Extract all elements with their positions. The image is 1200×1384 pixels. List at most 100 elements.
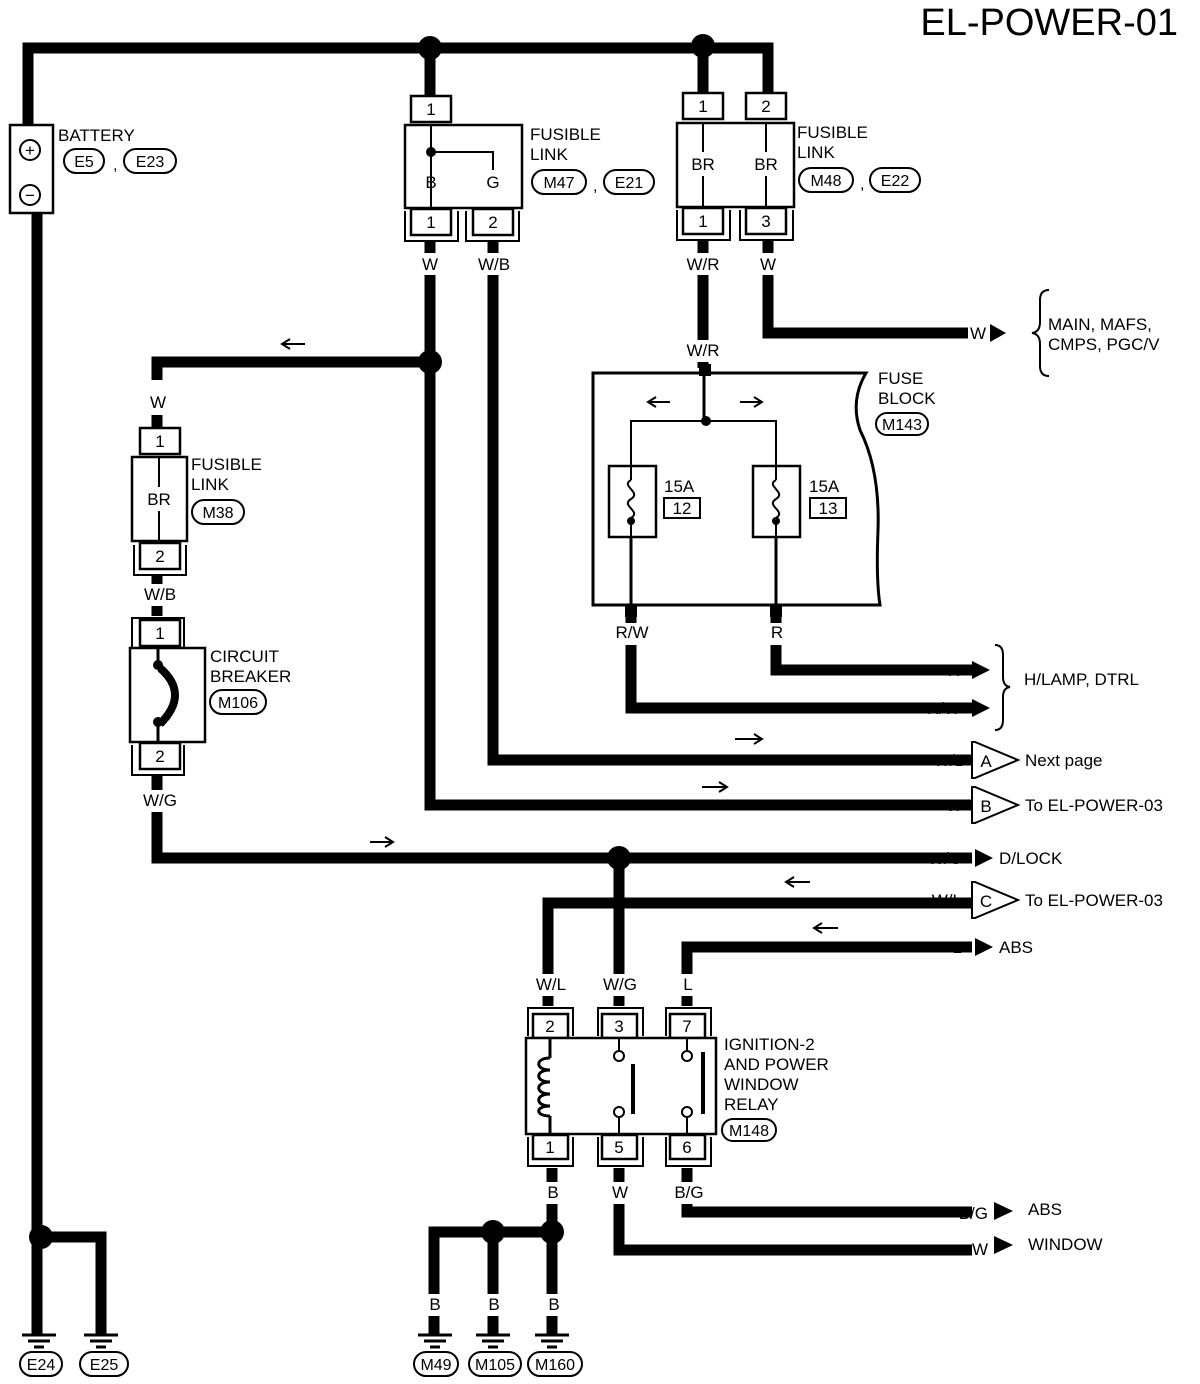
output-connections: W MAIN, MAFS, CMPS, PGC/V R R/W H/LAMP, … (927, 289, 1163, 1259)
circuit-breaker-label: BREAKER (210, 667, 291, 686)
fuse-element (771, 479, 781, 519)
pin-number: 5 (614, 1138, 623, 1157)
battery: + − BATTERY E5 , E23 (8, 123, 177, 215)
output-wire-label: W (970, 324, 986, 343)
fuse-amperage: 15A (664, 477, 695, 496)
pin-number: 1 (155, 624, 164, 643)
pin-number: 3 (761, 212, 770, 231)
output-arrow (972, 699, 990, 717)
diagram-title: EL-POWER-01 (920, 2, 1178, 44)
output-wire-label: L (953, 938, 962, 957)
wire-color-label: B (547, 1183, 558, 1202)
connector-m47: M47 (543, 175, 574, 192)
pin-number: 1 (545, 1138, 554, 1157)
connector-e22: E22 (881, 173, 910, 190)
pin-number: 1 (426, 100, 435, 119)
ground-connector-e25: E25 (90, 1357, 119, 1374)
junction-dot (540, 1220, 564, 1244)
output-wire-label: W/G (928, 849, 962, 868)
output-wire-label: W/L (932, 891, 962, 910)
connector-tag: C (980, 892, 992, 911)
current-direction-arrows (280, 338, 838, 934)
output-arrow (994, 1236, 1013, 1254)
fuse-block-label: FUSE (878, 369, 923, 388)
ground-connector-m160: M160 (535, 1357, 575, 1374)
connector-m106: M106 (218, 695, 258, 712)
fusible-link-m38: 1 BR 2 FUSIBLE LINK M38 (130, 426, 262, 576)
wire-color-label: W/B (478, 255, 510, 274)
wire-color-label: W/L (536, 975, 566, 994)
wire-color-label: B/G (674, 1183, 703, 1202)
ground-connector-m49: M49 (420, 1357, 451, 1374)
pin-number: 1 (698, 97, 707, 116)
wire-color-label: L (683, 975, 692, 994)
wire-color-label: R (771, 623, 783, 642)
output-destination: H/LAMP, DTRL (1024, 670, 1139, 689)
battery-label: BATTERY (58, 126, 135, 145)
pin-number: 3 (614, 1017, 623, 1036)
junction-dots (29, 34, 715, 1249)
wire-color-br: BR (691, 155, 715, 174)
output-destination: To EL-POWER-03 (1025, 891, 1163, 910)
fuse-block: 15A 12 15A 13 FUSE BLOCK M143 (591, 364, 936, 617)
output-wire-label: W (972, 1240, 988, 1259)
wire-color-label: W/R (686, 341, 719, 360)
output-arrow (975, 849, 993, 867)
ignition-relay: 2 3 7 1 5 6 IGNITION-2 AND POWER WINDOW … (524, 1007, 829, 1167)
relay-label: RELAY (724, 1095, 779, 1114)
output-destination: CMPS, PGC/V (1048, 335, 1160, 354)
breaker-element (157, 664, 179, 727)
output-wire-label: R/W (927, 699, 960, 718)
connector-m143: M143 (882, 417, 922, 434)
ground-symbol (476, 1333, 510, 1349)
wire-color-label: W (422, 255, 438, 274)
wire-color-br: BR (754, 155, 778, 174)
connector-m48: M48 (810, 173, 841, 190)
wire-color-label: W/R (686, 255, 719, 274)
output-destination: D/LOCK (999, 849, 1063, 868)
wire-color-label: W/G (143, 791, 177, 810)
wire-color-g: G (486, 173, 499, 192)
output-wire-label: W (946, 796, 962, 815)
junction-dot (607, 846, 631, 870)
battery-minus-sign: − (25, 186, 35, 205)
output-destination: MAIN, MAFS, (1048, 315, 1152, 334)
fusible-link-label: FUSIBLE (797, 123, 868, 142)
ground-symbol (418, 1333, 452, 1349)
fuse-block-label: BLOCK (878, 389, 936, 408)
wire-color-label: W (612, 1183, 628, 1202)
grounds: E24 E25 M49 M105 M160 (19, 1333, 583, 1377)
circuit-breaker-label: CIRCUIT (210, 647, 279, 666)
battery-connector-e23: E23 (136, 154, 165, 171)
wire-color-label: W/B (144, 585, 176, 604)
output-wire-label: R (948, 661, 960, 680)
separator: , (113, 157, 117, 174)
junction-dot (418, 36, 442, 60)
output-arrow (990, 324, 1006, 342)
connector-m148: M148 (729, 1123, 769, 1140)
ground-connector-e24: E24 (27, 1357, 56, 1374)
output-wire-label: W/B (934, 751, 966, 770)
connector-tag: A (980, 752, 992, 771)
wire-color-label: W (760, 255, 776, 274)
fusible-link-label: LINK (191, 475, 229, 494)
wire-color-br: BR (147, 490, 171, 509)
pin-number: 2 (155, 747, 164, 766)
output-destination: ABS (1028, 1200, 1062, 1219)
pin-number: 6 (682, 1138, 691, 1157)
wire-color-label: R/W (615, 623, 648, 642)
output-destination: ABS (999, 938, 1033, 957)
output-wire-label: B/G (959, 1204, 988, 1223)
fuse-number: 13 (819, 499, 838, 518)
fusible-link-label: FUSIBLE (530, 125, 601, 144)
output-destination: To EL-POWER-03 (1025, 796, 1163, 815)
relay-label: AND POWER (724, 1055, 829, 1074)
output-arrow (994, 1202, 1013, 1220)
output-destination: Next page (1025, 751, 1103, 770)
pin-number: 2 (545, 1017, 554, 1036)
junction-dot (481, 1220, 505, 1244)
circuit-breaker: 1 2 CIRCUIT BREAKER M106 (128, 617, 291, 776)
wire-color-b: B (425, 173, 436, 192)
relay-coil (537, 1056, 551, 1118)
